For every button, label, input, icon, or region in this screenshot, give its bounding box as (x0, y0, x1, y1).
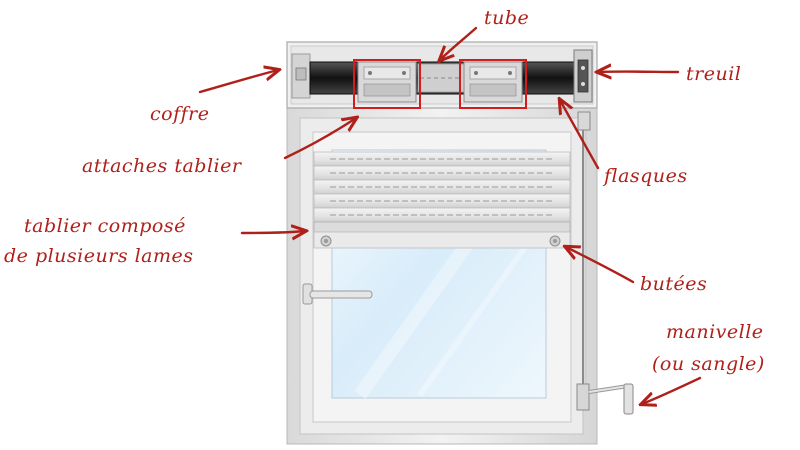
label-tablier-line2: de plusieurs lames (4, 245, 194, 267)
shutter-apron (313, 151, 571, 249)
label-manivelle-line1: manivelle (666, 321, 764, 343)
arrow-flasques (560, 100, 600, 170)
label-coffre: coffre (150, 103, 209, 125)
label-tube: tube (484, 7, 529, 29)
crank-handle (576, 383, 634, 415)
winch (573, 49, 593, 103)
annotation-arrows (198, 26, 702, 404)
arrow-butees (566, 247, 635, 284)
label-butees: butées (640, 273, 707, 295)
label-treuil: treuil (686, 63, 741, 85)
label-attaches-tablier: attaches tablier (82, 155, 243, 177)
label-manivelle-line2: (ou sangle) (652, 353, 765, 375)
arrow-manivelle (642, 376, 702, 404)
crank-rod (577, 111, 591, 396)
arrow-tube (440, 26, 478, 60)
stop-left (320, 235, 332, 247)
apron-attachment-left (353, 59, 421, 109)
stop-right (549, 235, 561, 247)
arrow-coffre (198, 70, 278, 94)
arrow-tablier (240, 231, 305, 233)
label-flasques: flasques (602, 165, 688, 187)
apron-attachment-right (459, 59, 527, 109)
arrow-attaches (283, 118, 356, 160)
label-tablier-line1: tablier composé (24, 215, 186, 237)
window-handle (302, 283, 373, 305)
roller-tube (309, 61, 575, 95)
